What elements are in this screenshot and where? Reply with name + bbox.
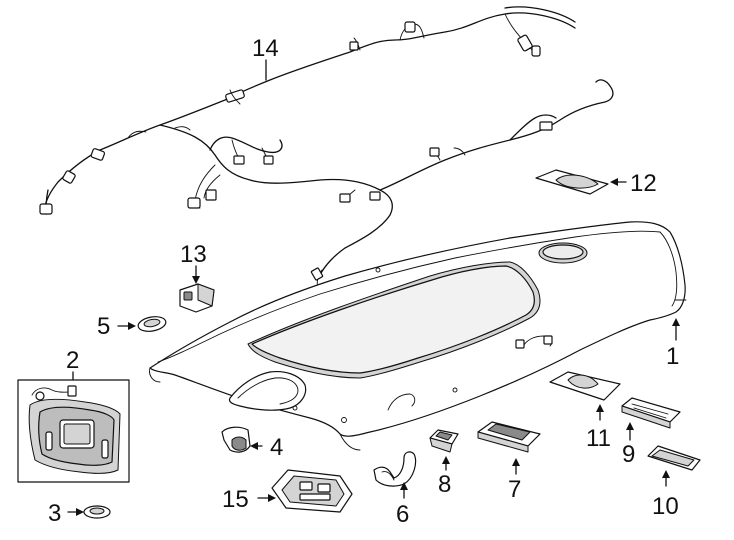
callout-6: 6 bbox=[396, 501, 409, 528]
callout-7: 7 bbox=[508, 476, 521, 503]
callout-14: 14 bbox=[252, 35, 279, 62]
callout-8: 8 bbox=[438, 471, 451, 498]
part-9-lamp-lens bbox=[621, 397, 681, 441]
callout-2: 2 bbox=[66, 347, 79, 374]
part-14-wiring-harness bbox=[39, 6, 614, 289]
part-13-connector bbox=[179, 265, 215, 313]
callout-5: 5 bbox=[97, 313, 110, 340]
callout-11: 11 bbox=[586, 425, 611, 452]
callout-4: 4 bbox=[270, 434, 283, 461]
part-6-grab-handle bbox=[373, 451, 417, 499]
callout-12: 12 bbox=[630, 170, 657, 197]
part-1-headliner bbox=[149, 221, 687, 451]
callout-1: 1 bbox=[666, 343, 679, 370]
part-5-clip bbox=[117, 316, 167, 332]
callout-9: 9 bbox=[622, 441, 635, 468]
part-10-lens bbox=[647, 445, 701, 487]
part-2-sun-visor bbox=[17, 371, 130, 483]
part-8-lamp-socket bbox=[429, 429, 459, 471]
part-4-bracket bbox=[221, 426, 263, 453]
part-7-lamp bbox=[477, 421, 541, 475]
callout-15: 15 bbox=[222, 486, 249, 513]
callout-3: 3 bbox=[48, 500, 61, 527]
part-3-clip bbox=[67, 505, 111, 519]
callout-13: 13 bbox=[180, 241, 207, 268]
part-12-sensor-cover bbox=[535, 169, 627, 195]
part-15-overhead-console bbox=[257, 469, 353, 513]
callout-10: 10 bbox=[652, 493, 679, 520]
part-11-sensor-housing bbox=[549, 371, 621, 421]
